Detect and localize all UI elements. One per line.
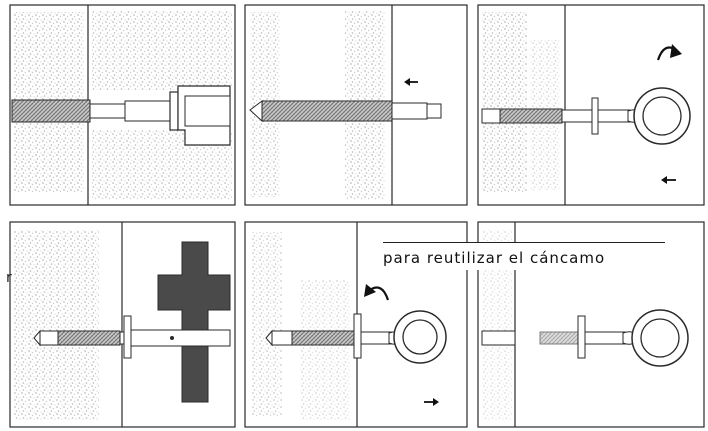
anchor-tip — [39, 330, 59, 346]
panel-3 — [477, 4, 705, 206]
anchor-sleeve — [291, 330, 355, 346]
anchor-sleeve — [57, 330, 121, 346]
washer — [123, 315, 132, 359]
installation-tool — [157, 241, 231, 403]
anchor-end — [426, 103, 442, 119]
rotate-counterclockwise-icon — [364, 284, 390, 301]
panel-2 — [244, 4, 468, 206]
washer — [353, 313, 362, 359]
eye-bolt-shank — [360, 331, 392, 345]
anchor-sleeve — [11, 99, 91, 123]
setting-tool-shank — [124, 100, 171, 122]
eye-bolt-shank — [584, 331, 626, 345]
anchor-sleeve — [539, 331, 579, 345]
setting-tool-flange — [169, 91, 179, 131]
wall-texture — [482, 12, 527, 192]
wall-texture — [300, 280, 350, 420]
washer — [577, 315, 586, 359]
empty-hole — [481, 330, 516, 346]
anchor-tip — [271, 330, 293, 346]
anchor-sleeve — [261, 100, 393, 122]
rotate-clockwise-icon — [656, 44, 682, 61]
eye-bolt-shank — [597, 109, 631, 123]
setting-tool-bore — [184, 95, 231, 127]
arrow-left-icon — [404, 78, 418, 86]
anchor-shaft — [561, 109, 593, 123]
washer — [591, 97, 599, 135]
wall-texture — [92, 10, 232, 90]
arrow-left-icon — [661, 176, 676, 184]
wall-texture — [252, 232, 282, 417]
panel-4 — [9, 221, 236, 428]
eye-bolt-shank — [130, 329, 231, 347]
anchor-sleeve — [499, 108, 563, 124]
arrow-right-icon — [424, 398, 439, 406]
wall-texture — [14, 230, 99, 420]
reuse-caption: para reutilizar el cáncamo — [383, 242, 665, 270]
panel-1 — [9, 4, 236, 206]
anchor-shaft — [391, 102, 428, 120]
edge-mark: r — [6, 270, 12, 286]
anchor-shaft — [89, 103, 126, 119]
anchor-tip — [481, 108, 501, 124]
